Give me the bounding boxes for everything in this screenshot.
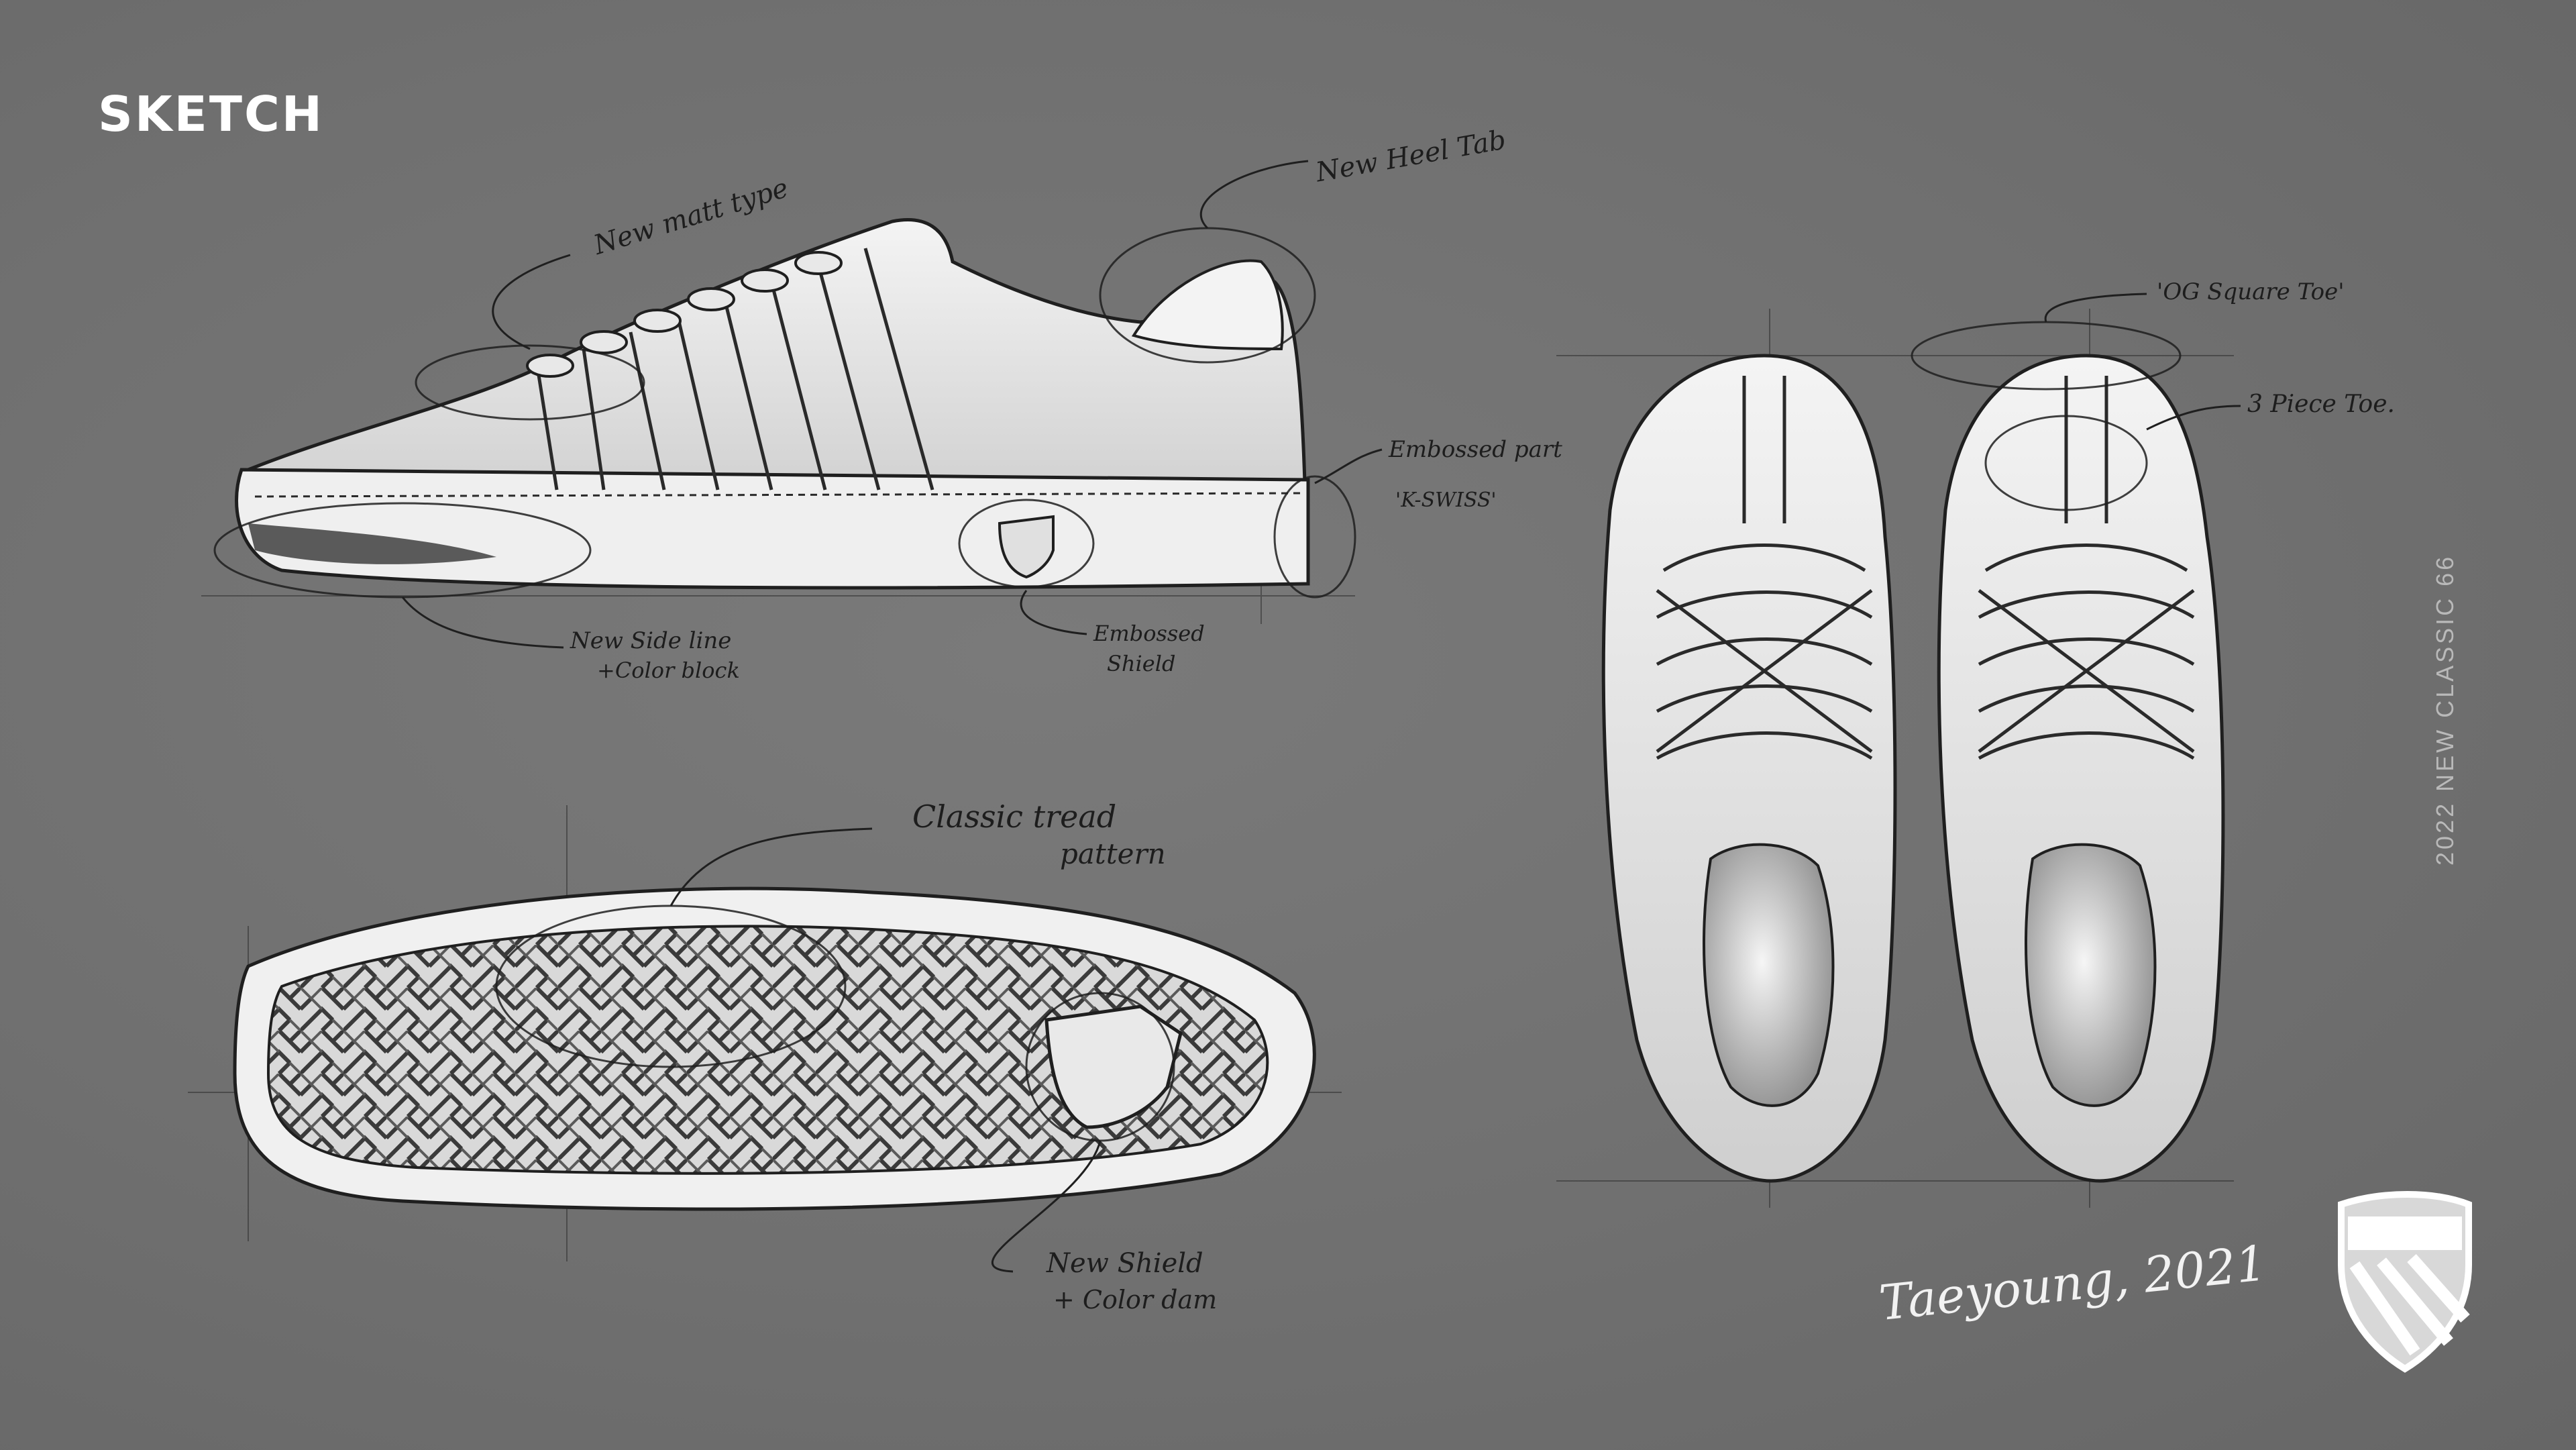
outsole-tread (266, 925, 1269, 1175)
vertical-caption: 2022 NEW CLASSIC 66 (2431, 554, 2459, 866)
outsole-view (233, 886, 1316, 1211)
leader-lines (401, 160, 2241, 1273)
page-title: SKETCH (98, 86, 325, 142)
side-upper (246, 218, 1307, 512)
side-heel-tab (1131, 259, 1284, 351)
note-3-piece-toe: 3 Piece Toe. (2247, 391, 2395, 418)
note-new-shield: New Shield (1046, 1248, 1203, 1279)
side-color-block (248, 523, 496, 564)
note-color-block: +Color block (597, 658, 740, 683)
top-view-right-shoe (1911, 321, 2225, 1183)
note-embossed-part: Embossed part (1389, 436, 1562, 463)
top-view-left-shoe (1601, 354, 1897, 1183)
note-classic-tread: Classic tread (912, 798, 1117, 835)
side-shield-emboss (998, 515, 1055, 579)
note-og-square-toe: 'OG Square Toe' (2157, 278, 2345, 305)
note-new-side-line: New Side line (570, 627, 732, 654)
note-shield: Shield (1107, 651, 1176, 676)
note-kswiss-emboss: 'K-SWISS' (1395, 488, 1497, 512)
kswiss-logo (2338, 1191, 2472, 1373)
note-pattern: pattern (1060, 837, 1166, 870)
note-color-dam: + Color dam (1053, 1285, 1218, 1314)
side-view-sneaker (213, 218, 1356, 599)
side-laces (526, 251, 843, 378)
outsole-shield (1044, 1004, 1183, 1129)
note-embossed: Embossed (1093, 621, 1205, 646)
side-stripes (535, 248, 934, 490)
